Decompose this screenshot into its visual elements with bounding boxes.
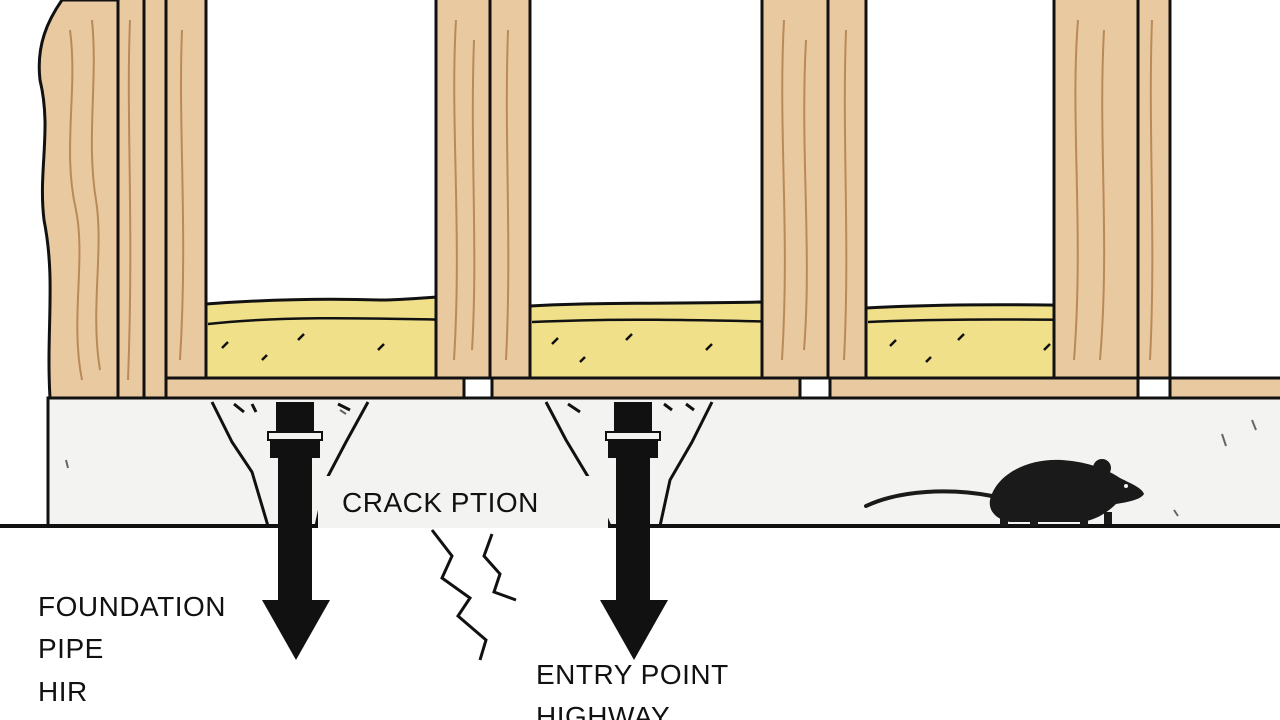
entry-label-line-1: ENTRY POINT	[536, 659, 729, 690]
entry-pipe	[600, 402, 668, 660]
foundation-label-line-3: HIR	[38, 676, 88, 707]
entry-label-line-2: HIGHWAY	[536, 701, 671, 720]
down-arrow-icon	[262, 600, 330, 660]
left-wood-board	[37, 0, 120, 400]
crack-label-box	[318, 476, 608, 528]
foundation-label-line-1: FOUNDATION	[38, 591, 227, 622]
base-plates	[164, 376, 1280, 400]
stud-wood-grain	[127, 19, 1154, 381]
insulation-batts	[204, 294, 1128, 380]
foundation-pipe	[262, 402, 330, 660]
concrete-speckles	[65, 409, 1257, 517]
ground-crack	[430, 529, 488, 661]
mouse-silhouette-icon	[864, 459, 1144, 526]
down-arrow-icon	[600, 600, 668, 660]
crack-label: CRACK PTION	[342, 487, 539, 518]
wall-studs	[116, 0, 1172, 400]
foundation-label-line-2: PIPE	[38, 633, 104, 664]
